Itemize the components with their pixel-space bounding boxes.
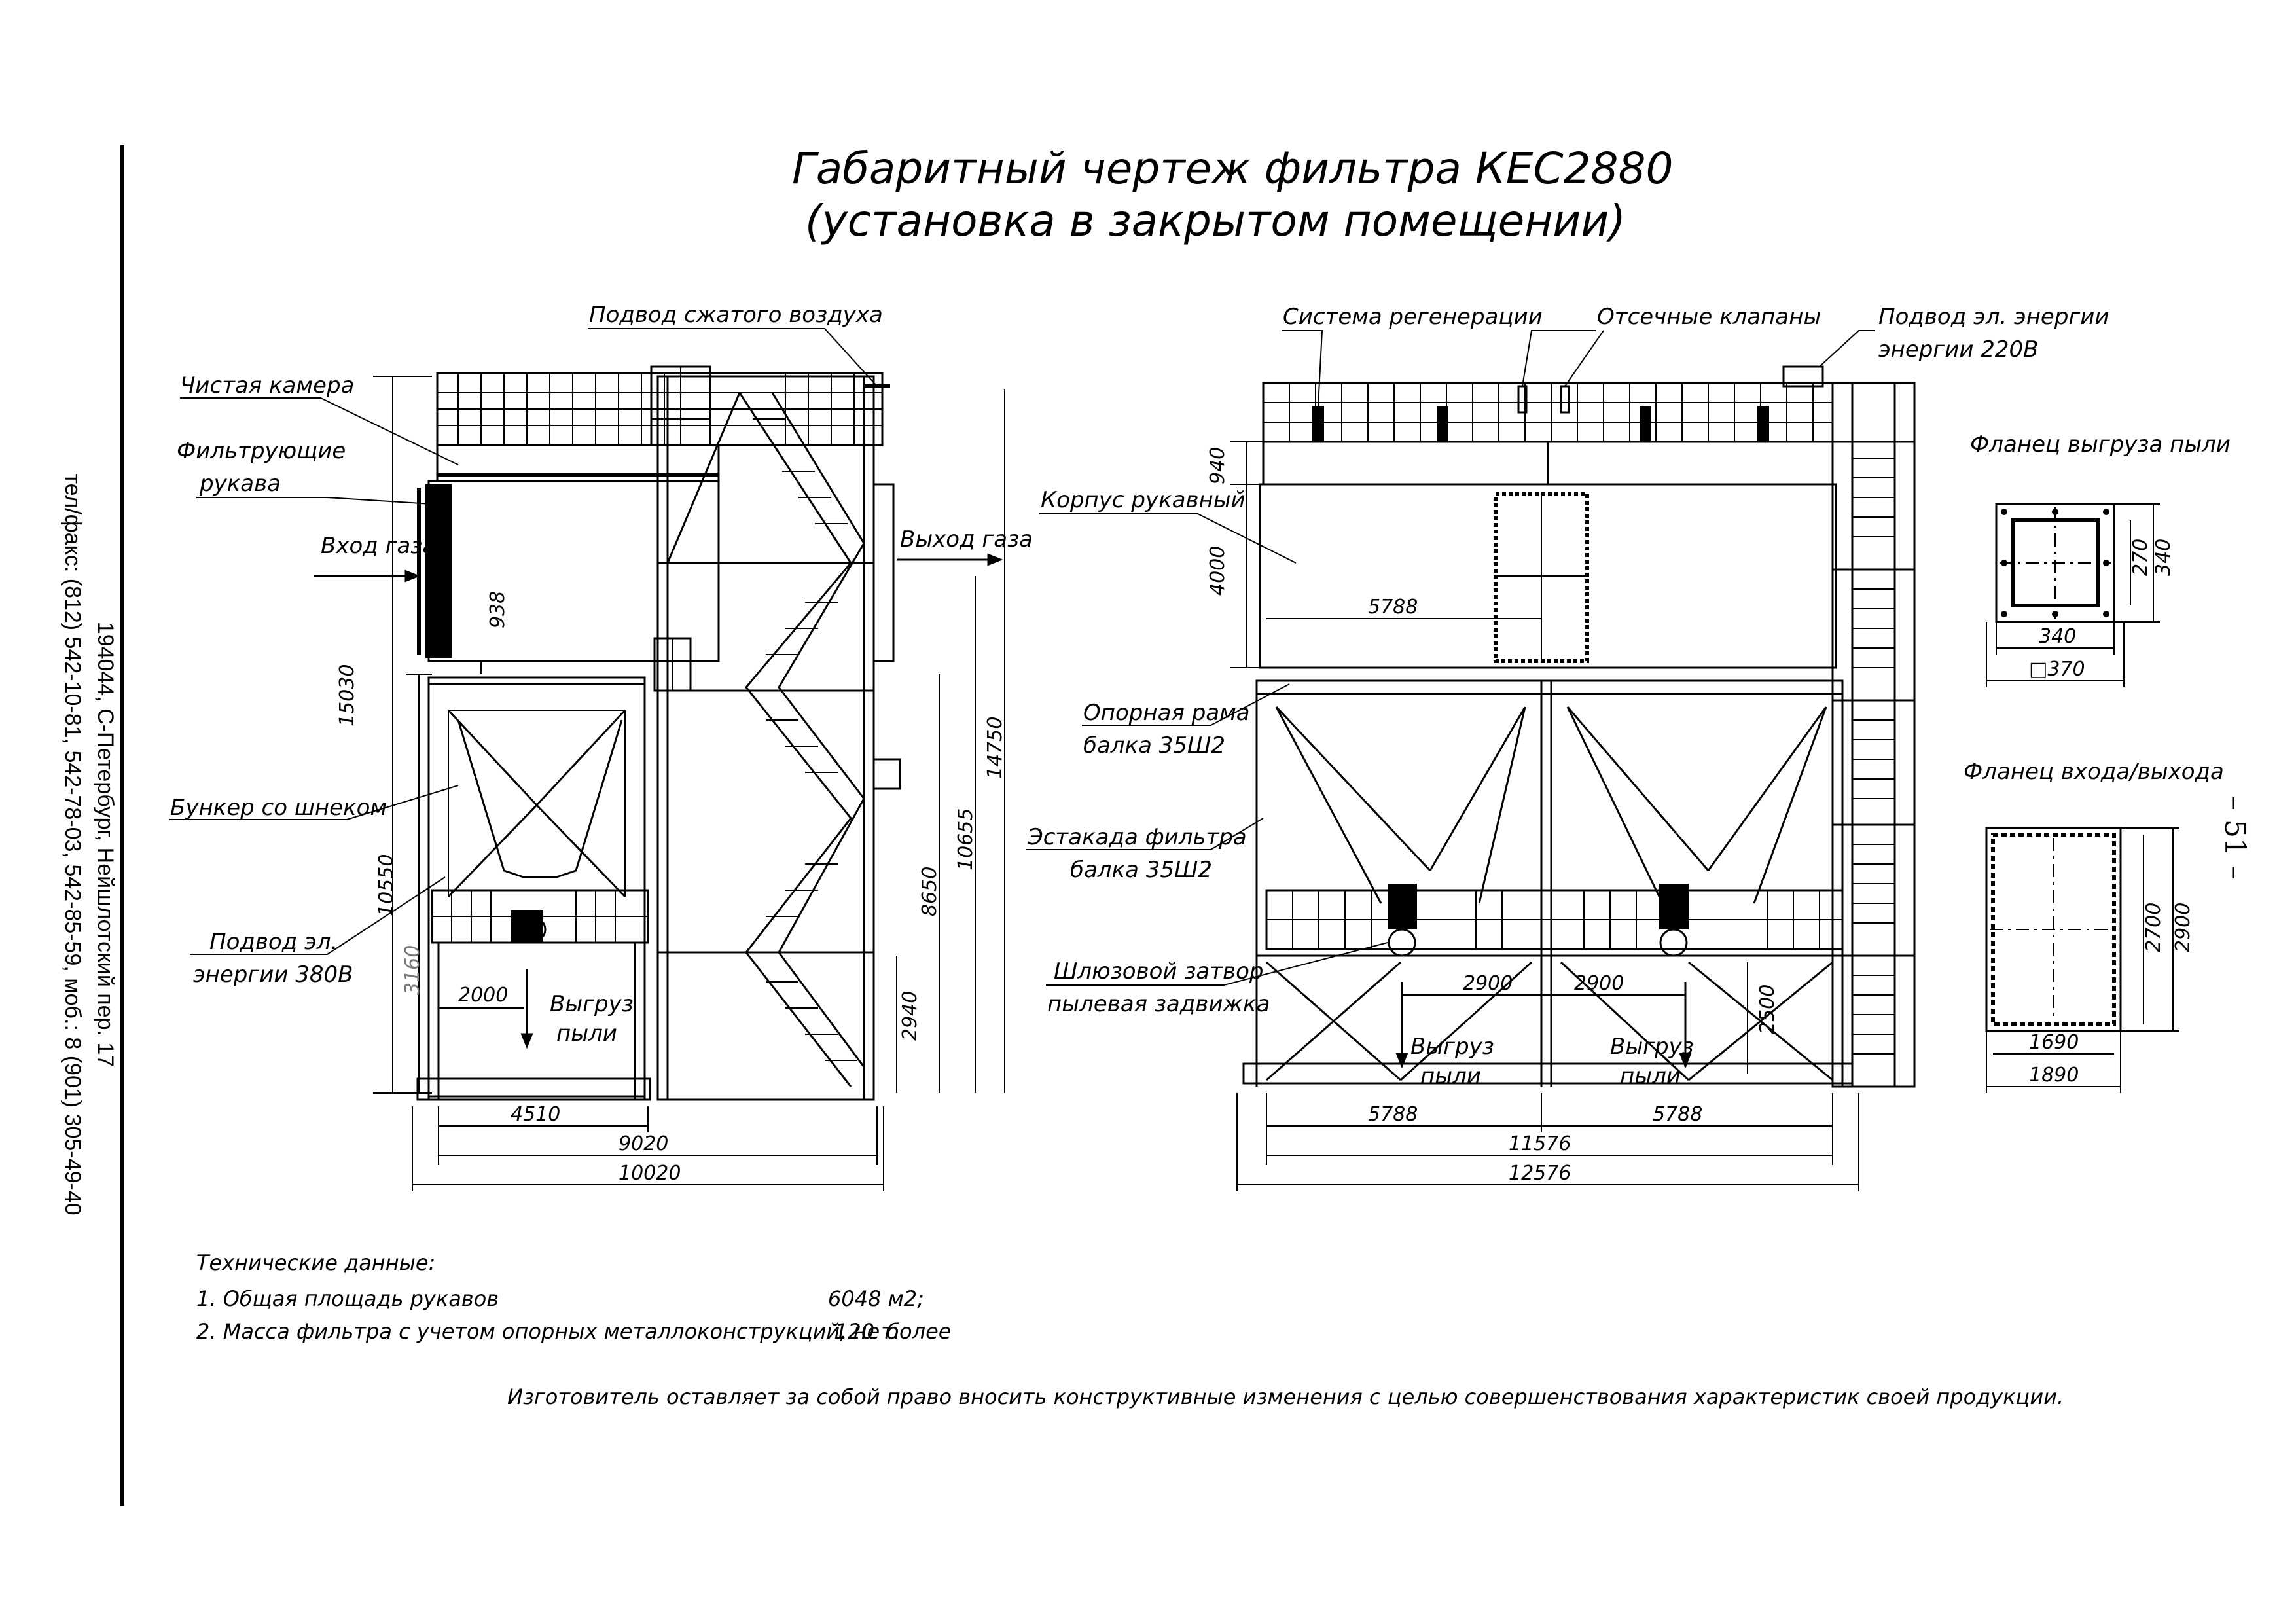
address-line: 194044, С-Петербург, Нейшлотский пер. 17 (93, 622, 118, 1067)
dim-2940: 2940 (899, 991, 922, 1041)
dim-2900-right: 2900 (1574, 972, 1624, 995)
disclaimer: Изготовитель оставляет за собой право вн… (507, 1384, 2064, 1409)
dim-340-v: 340 (2152, 539, 2175, 576)
label-housing: Корпус рукавный (1041, 487, 1246, 513)
label-support-frame-2: балка 35Ш2 (1083, 732, 1225, 759)
label-trestle-1: Эстакада фильтра (1027, 824, 1247, 850)
dim-940: 940 (1206, 447, 1229, 484)
front-view: Система регенерации Отсечные клапаны Под… (1026, 304, 2109, 1191)
dim-5788-housing: 5788 (1368, 596, 1418, 619)
dim-12576: 12576 (1509, 1162, 1571, 1185)
label-filter-sleeves-2: рукава (199, 471, 281, 497)
label-power220-2: энергии 220В (1878, 336, 2038, 363)
label-dust-unload-2b: пыли (1420, 1063, 1481, 1089)
label-flange-dust: Фланец выгруза пыли (1970, 431, 2231, 458)
dim-9020: 9020 (619, 1132, 668, 1155)
tech-row2-value: 120 т. (834, 1319, 900, 1344)
label-compressed-air: Подвод сжатого воздуха (589, 302, 883, 328)
dim-340-h: 340 (2039, 625, 2076, 648)
label-bunker: Бункер со шнеком (170, 795, 387, 821)
page-number: – 51 – (2218, 796, 2251, 880)
label-power220-1: Подвод эл. энергии (1878, 304, 2109, 330)
dim-1890: 1890 (2029, 1064, 2079, 1087)
dim-10655: 10655 (954, 808, 977, 871)
label-shutoff-valves: Отсечные клапаны (1597, 304, 1821, 330)
dim-2900-left: 2900 (1463, 972, 1513, 995)
label-gas-out: Выход газа (900, 526, 1033, 552)
label-power380-1: Подвод эл. (209, 929, 338, 955)
label-trestle-2: балка 35Ш2 (1070, 857, 1212, 883)
dim-2900: 2900 (2172, 903, 2195, 952)
dim-5788-left: 5788 (1368, 1103, 1418, 1126)
dim-10020: 10020 (619, 1162, 681, 1185)
dim-14750: 14750 (984, 717, 1007, 779)
label-dust-unload-1: Выгруз (550, 991, 634, 1017)
tech-row1-value: 6048 м2; (828, 1286, 924, 1311)
tech-row2-label: 2. Масса фильтра с учетом опорных металл… (196, 1319, 951, 1344)
dim-2000: 2000 (458, 984, 508, 1007)
label-dust-unload-2c: пыли (1620, 1063, 1681, 1089)
tech-data: Технические данные: 1. Общая площадь рук… (196, 1250, 951, 1344)
dim-370: □370 (2029, 658, 2085, 681)
label-filter-sleeves-1: Фильтрующие (177, 438, 346, 464)
dim-11576: 11576 (1509, 1132, 1571, 1155)
label-support-frame-1: Опорная рама (1083, 700, 1250, 726)
label-power380-2: энергии 380В (193, 962, 353, 988)
dim-2500: 2500 (1756, 984, 1779, 1034)
label-gas-in: Вход газа (321, 533, 436, 559)
label-dust-unload-1c: Выгруз (1610, 1034, 1694, 1060)
flange-io-detail: Фланец входа/выхода 2700 2900 1690 1890 (1964, 759, 2224, 1093)
dim-4510: 4510 (511, 1103, 560, 1126)
label-dust-unload-2: пыли (556, 1020, 617, 1047)
phone-line: тел/факс: (812) 542-10-81, 542-78-03, 54… (60, 473, 85, 1215)
dim-938: 938 (486, 591, 509, 628)
dim-2700: 2700 (2142, 903, 2165, 952)
dim-4000: 4000 (1206, 546, 1229, 596)
flange-dust-detail: Фланец выгруза пыли 270 340 340 □370 (1970, 431, 2231, 687)
dim-270: 270 (2129, 539, 2152, 576)
dim-1690: 1690 (2029, 1031, 2079, 1054)
dim-3160: 3160 (401, 945, 424, 995)
side-view: Подвод сжатого воздуха Чистая камера Фил… (169, 302, 1033, 1191)
label-dust-unload-1b: Выгруз (1410, 1034, 1494, 1060)
dim-10550: 10550 (375, 854, 398, 916)
label-flange-io: Фланец входа/выхода (1964, 759, 2224, 785)
title-line-1: Габаритный чертеж фильтра КЕС2880 (792, 143, 1674, 194)
label-clean-chamber: Чистая камера (180, 372, 354, 399)
side-address: 194044, С-Петербург, Нейшлотский пер. 17… (60, 473, 118, 1215)
label-sluice-2: пылевая задвижка (1047, 991, 1270, 1017)
svg-text:– 51 –: – 51 – (2218, 796, 2251, 880)
label-regen-system: Система регенерации (1283, 304, 1543, 330)
dim-5788-right: 5788 (1653, 1103, 1702, 1126)
tech-heading: Технические данные: (196, 1250, 435, 1275)
tech-row1-label: 1. Общая площадь рукавов (196, 1286, 499, 1311)
title-line-2: (установка в закрытом помещении) (805, 196, 1626, 246)
label-sluice-1: Шлюзовой затвор (1054, 958, 1263, 984)
dim-8650: 8650 (918, 867, 941, 916)
dim-15030: 15030 (336, 664, 359, 727)
